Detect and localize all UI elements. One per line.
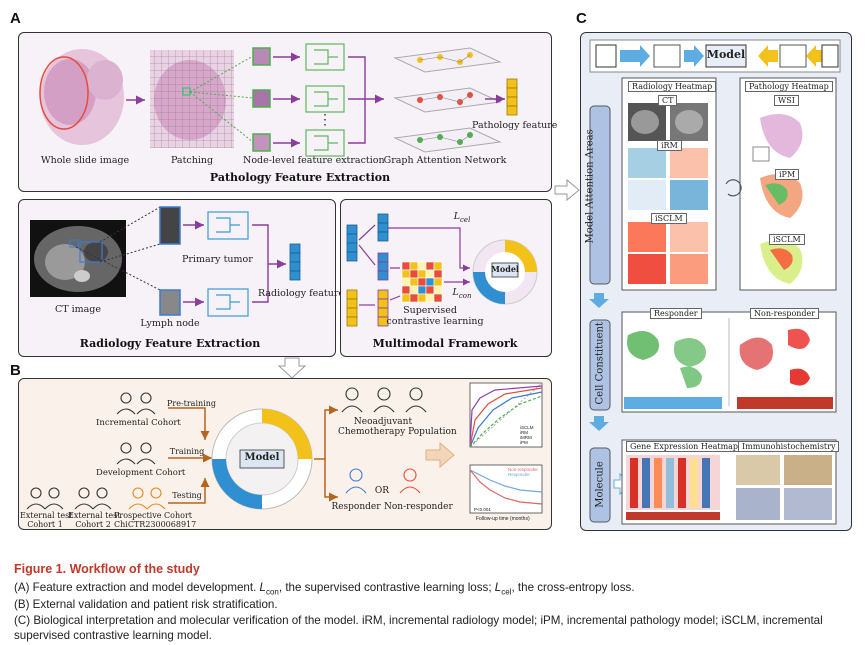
patching-image: [150, 50, 234, 148]
wsi-tag: WSI: [774, 95, 799, 106]
pathology-feature-label: Pathology feature: [472, 120, 558, 131]
radiology-feature-vector: [289, 243, 301, 281]
gat-label: Graph Attention Network: [383, 155, 507, 166]
contrastive-label: contrastive learning: [386, 316, 484, 327]
radiology-extractors: [207, 211, 249, 317]
km-xlabel: Follow-up time (months): [476, 516, 530, 522]
km-pvalue: P<0.001: [474, 507, 491, 512]
pretraining-label: Pre-training: [167, 399, 216, 408]
cell-constituent-label: Cell Constituent: [594, 322, 606, 405]
non-responder-outcome-label: Non-responder: [384, 502, 453, 512]
ihc-tag: Immunohistochemistry: [738, 441, 840, 452]
population-icons: [341, 387, 427, 413]
validation-model-ring: [211, 408, 313, 510]
contrastive-matrix: [401, 261, 443, 303]
l-cel-label: Lcel: [453, 211, 471, 224]
l-con-label: Lcon: [452, 287, 472, 300]
pathology-feature-vector: [506, 78, 518, 116]
lymph-node-label: Lymph node: [140, 318, 200, 329]
outcome-icons: [345, 468, 421, 494]
responder-tag: Responder: [650, 308, 702, 319]
multimodal-model-label: Model: [491, 264, 519, 274]
development-cohort-label: Development Cohort: [96, 468, 186, 478]
svg-text:⋮: ⋮: [318, 112, 332, 128]
patch-thumbnails: [189, 47, 271, 152]
ipm-tag: iPM: [775, 169, 800, 180]
ct-image: [30, 220, 126, 297]
node-feature-label: Node-level feature extraction: [243, 155, 385, 166]
or-label: OR: [374, 486, 390, 496]
pathology-heatmap-tag: Pathology Heatmap: [745, 81, 833, 92]
caption-line-c1: (C) Biological interpretation and molecu…: [14, 614, 823, 627]
ct-tag: CT: [658, 95, 678, 106]
gene-expression-tag: Gene Expression Heatmap: [626, 441, 743, 452]
validation-model-label: Model: [244, 452, 280, 463]
caption-line-b: (B) External validation and patient risk…: [14, 598, 278, 611]
isclm-right-tag: iSCLM: [769, 234, 805, 245]
non-responder-tag: Non-responder: [750, 308, 820, 319]
cohort-people-icons: [26, 392, 156, 510]
caption-line-a: (A) Feature extraction and model develop…: [14, 581, 635, 597]
ct-image-label: CT image: [54, 304, 102, 315]
multimodal-model-ring: [472, 239, 538, 305]
figure-title: Figure 1. Workflow of the study: [14, 562, 200, 576]
primary-tumor-label: Primary tumor: [182, 254, 253, 265]
radiology-feature-label: Radiology feature: [258, 288, 345, 299]
lymph-node-crop: [159, 289, 181, 316]
multimodal-framework-title: Multimodal Framework: [372, 337, 518, 350]
roc-plot: [469, 382, 543, 448]
molecule-label: Molecule: [594, 461, 606, 508]
panel-c-letter: C: [576, 10, 587, 27]
primary-tumor-crop: [159, 206, 181, 245]
isclm-left-tag: iSCLM: [651, 213, 687, 224]
node-feature-extractors: [305, 43, 345, 157]
training-label: Training: [169, 447, 205, 456]
radiology-extraction-title: Radiology Feature Extraction: [79, 337, 261, 350]
responder-outcome-label: Responder: [331, 502, 381, 512]
wsi-label: Whole slide image: [40, 155, 130, 166]
gene-heatmap-cells: [626, 455, 720, 520]
panel-a-letter: A: [10, 10, 21, 27]
patching-label: Patching: [170, 155, 214, 166]
wsi-image: [39, 49, 124, 145]
irm-tag: iRM: [657, 140, 682, 151]
incremental-cohort-label: Incremental Cohort: [96, 418, 181, 428]
radiology-heatmap-tag: Radiology Heatmap: [628, 81, 717, 92]
caption-line-c2: supervised contrastive learning model.: [14, 629, 212, 642]
km-plot: [469, 464, 543, 514]
testing-label: Testing: [172, 491, 202, 500]
supervised-label: Supervised: [403, 305, 457, 316]
graph-attention-network: [393, 47, 502, 153]
panel-b-letter: B: [10, 362, 21, 379]
c-model-label: Model: [706, 48, 746, 61]
pathology-extraction-title: Pathology Feature Extraction: [209, 171, 391, 184]
attention-areas-label: Model Attention Areas: [584, 129, 596, 244]
